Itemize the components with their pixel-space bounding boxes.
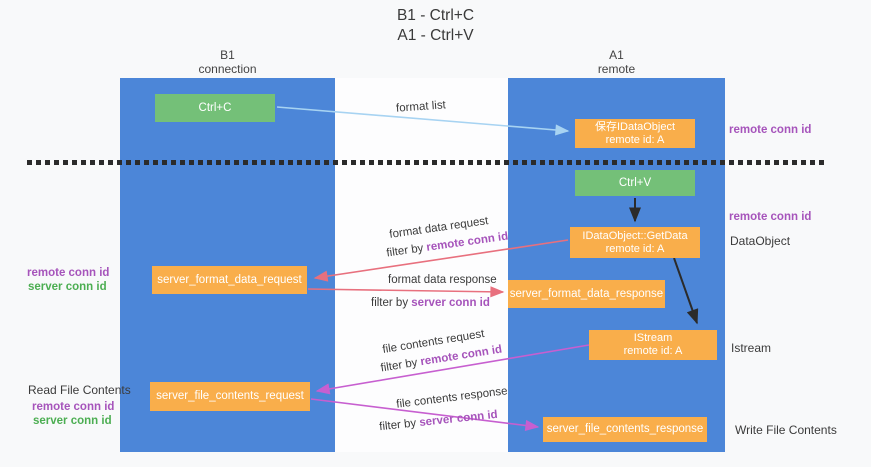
ctrl-v-node: Ctrl+V [575, 170, 695, 196]
getdata-subtitle: remote id: A [605, 242, 665, 255]
istream-node: IStream remote id: A [589, 330, 717, 360]
server-format-data-response-label: server_format_data_response [509, 287, 664, 300]
write-file-contents-label: Write File Contents [735, 423, 837, 437]
filter-term-server: server conn id [411, 297, 490, 309]
lane-a1-role: remote [597, 62, 636, 76]
clipboard-object-subtitle: remote id: A [605, 133, 665, 146]
ctrl-c-label: Ctrl+C [198, 101, 232, 114]
server-file-contents-response-node: server_file_contents_response [543, 417, 707, 442]
server-conn-id-left-fmt: server conn id [28, 281, 107, 293]
remote-conn-id-label-mid: remote conn id [729, 211, 812, 223]
lane-b1-role: connection [198, 62, 257, 76]
clipboard-object-node: 保存IDataObject remote id: A [575, 119, 695, 148]
dataobject-label: DataObject [730, 234, 791, 248]
server-file-contents-request-node: server_file_contents_request [150, 382, 310, 411]
lane-header-b1: B1 connection [120, 48, 335, 76]
title-line-2: A1 - Ctrl+V [397, 27, 474, 44]
ctrl-c-node: Ctrl+C [155, 94, 275, 122]
format-data-response-filter-label: filter by server conn id [371, 297, 490, 309]
server-conn-id-left-file: server conn id [33, 415, 112, 427]
remote-conn-id-left-fmt: remote conn id [27, 267, 110, 279]
remote-conn-id-left-file: remote conn id [32, 401, 115, 413]
server-file-contents-request-label: server_file_contents_request [156, 390, 304, 402]
lane-header-a1: A1 remote [508, 48, 725, 76]
server-format-data-response-node: server_format_data_response [508, 280, 665, 308]
remote-conn-id-label-top: remote conn id [729, 124, 812, 136]
server-format-data-request-node: server_format_data_request [152, 266, 307, 294]
phase-separator-dashed-line [27, 160, 825, 165]
getdata-node: IDataObject::GetData remote id: A [570, 227, 700, 258]
istream-side-label: Istream [731, 341, 772, 355]
clipboard-object-title: 保存IDataObject [594, 120, 676, 133]
server-file-contents-response-label: server_file_contents_response [546, 423, 704, 435]
ctrl-v-label: Ctrl+V [618, 176, 652, 189]
getdata-title: IDataObject::GetData [582, 229, 688, 242]
format-data-response-label: format data response [388, 274, 497, 286]
filter-prefix: filter by [371, 297, 409, 309]
istream-subtitle: remote id: A [623, 345, 683, 357]
server-format-data-request-label: server_format_data_request [157, 273, 302, 286]
title-line-1: B1 - Ctrl+C [396, 7, 475, 24]
lane-a1-name: A1 [609, 48, 624, 62]
diagram-title: B1 - Ctrl+C A1 - Ctrl+V [0, 6, 871, 46]
lane-b1-name: B1 [220, 48, 235, 62]
istream-title: IStream [633, 332, 673, 344]
read-file-contents-label: Read File Contents [28, 383, 131, 397]
